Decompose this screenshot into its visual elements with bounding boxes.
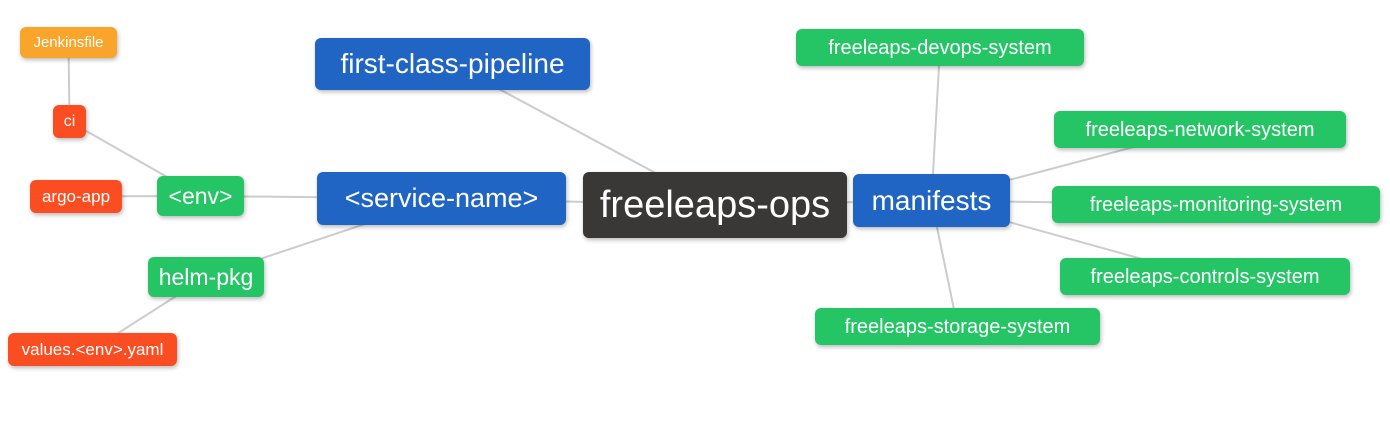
node-service-name[interactable]: <service-name> [317,172,566,225]
node-freeleaps-network-system[interactable]: freeleaps-network-system [1054,111,1346,148]
node-values-env-yaml[interactable]: values.<env>.yaml [8,333,177,366]
node-ci[interactable]: ci [53,105,86,138]
node-manifests[interactable]: manifests [853,174,1010,227]
node-freeleaps-ops[interactable]: freeleaps-ops [583,172,847,238]
node-freeleaps-controls-system[interactable]: freeleaps-controls-system [1060,258,1350,295]
node-freeleaps-monitoring-system[interactable]: freeleaps-monitoring-system [1052,186,1380,223]
node-freeleaps-devops-system[interactable]: freeleaps-devops-system [796,29,1084,66]
node-freeleaps-storage-system[interactable]: freeleaps-storage-system [815,308,1100,345]
node-env[interactable]: <env> [157,176,244,216]
node-helm-pkg[interactable]: helm-pkg [148,257,264,297]
node-argo-app[interactable]: argo-app [30,180,122,213]
node-first-class-pipeline[interactable]: first-class-pipeline [315,38,590,90]
node-jenkinsfile[interactable]: Jenkinsfile [20,27,117,58]
